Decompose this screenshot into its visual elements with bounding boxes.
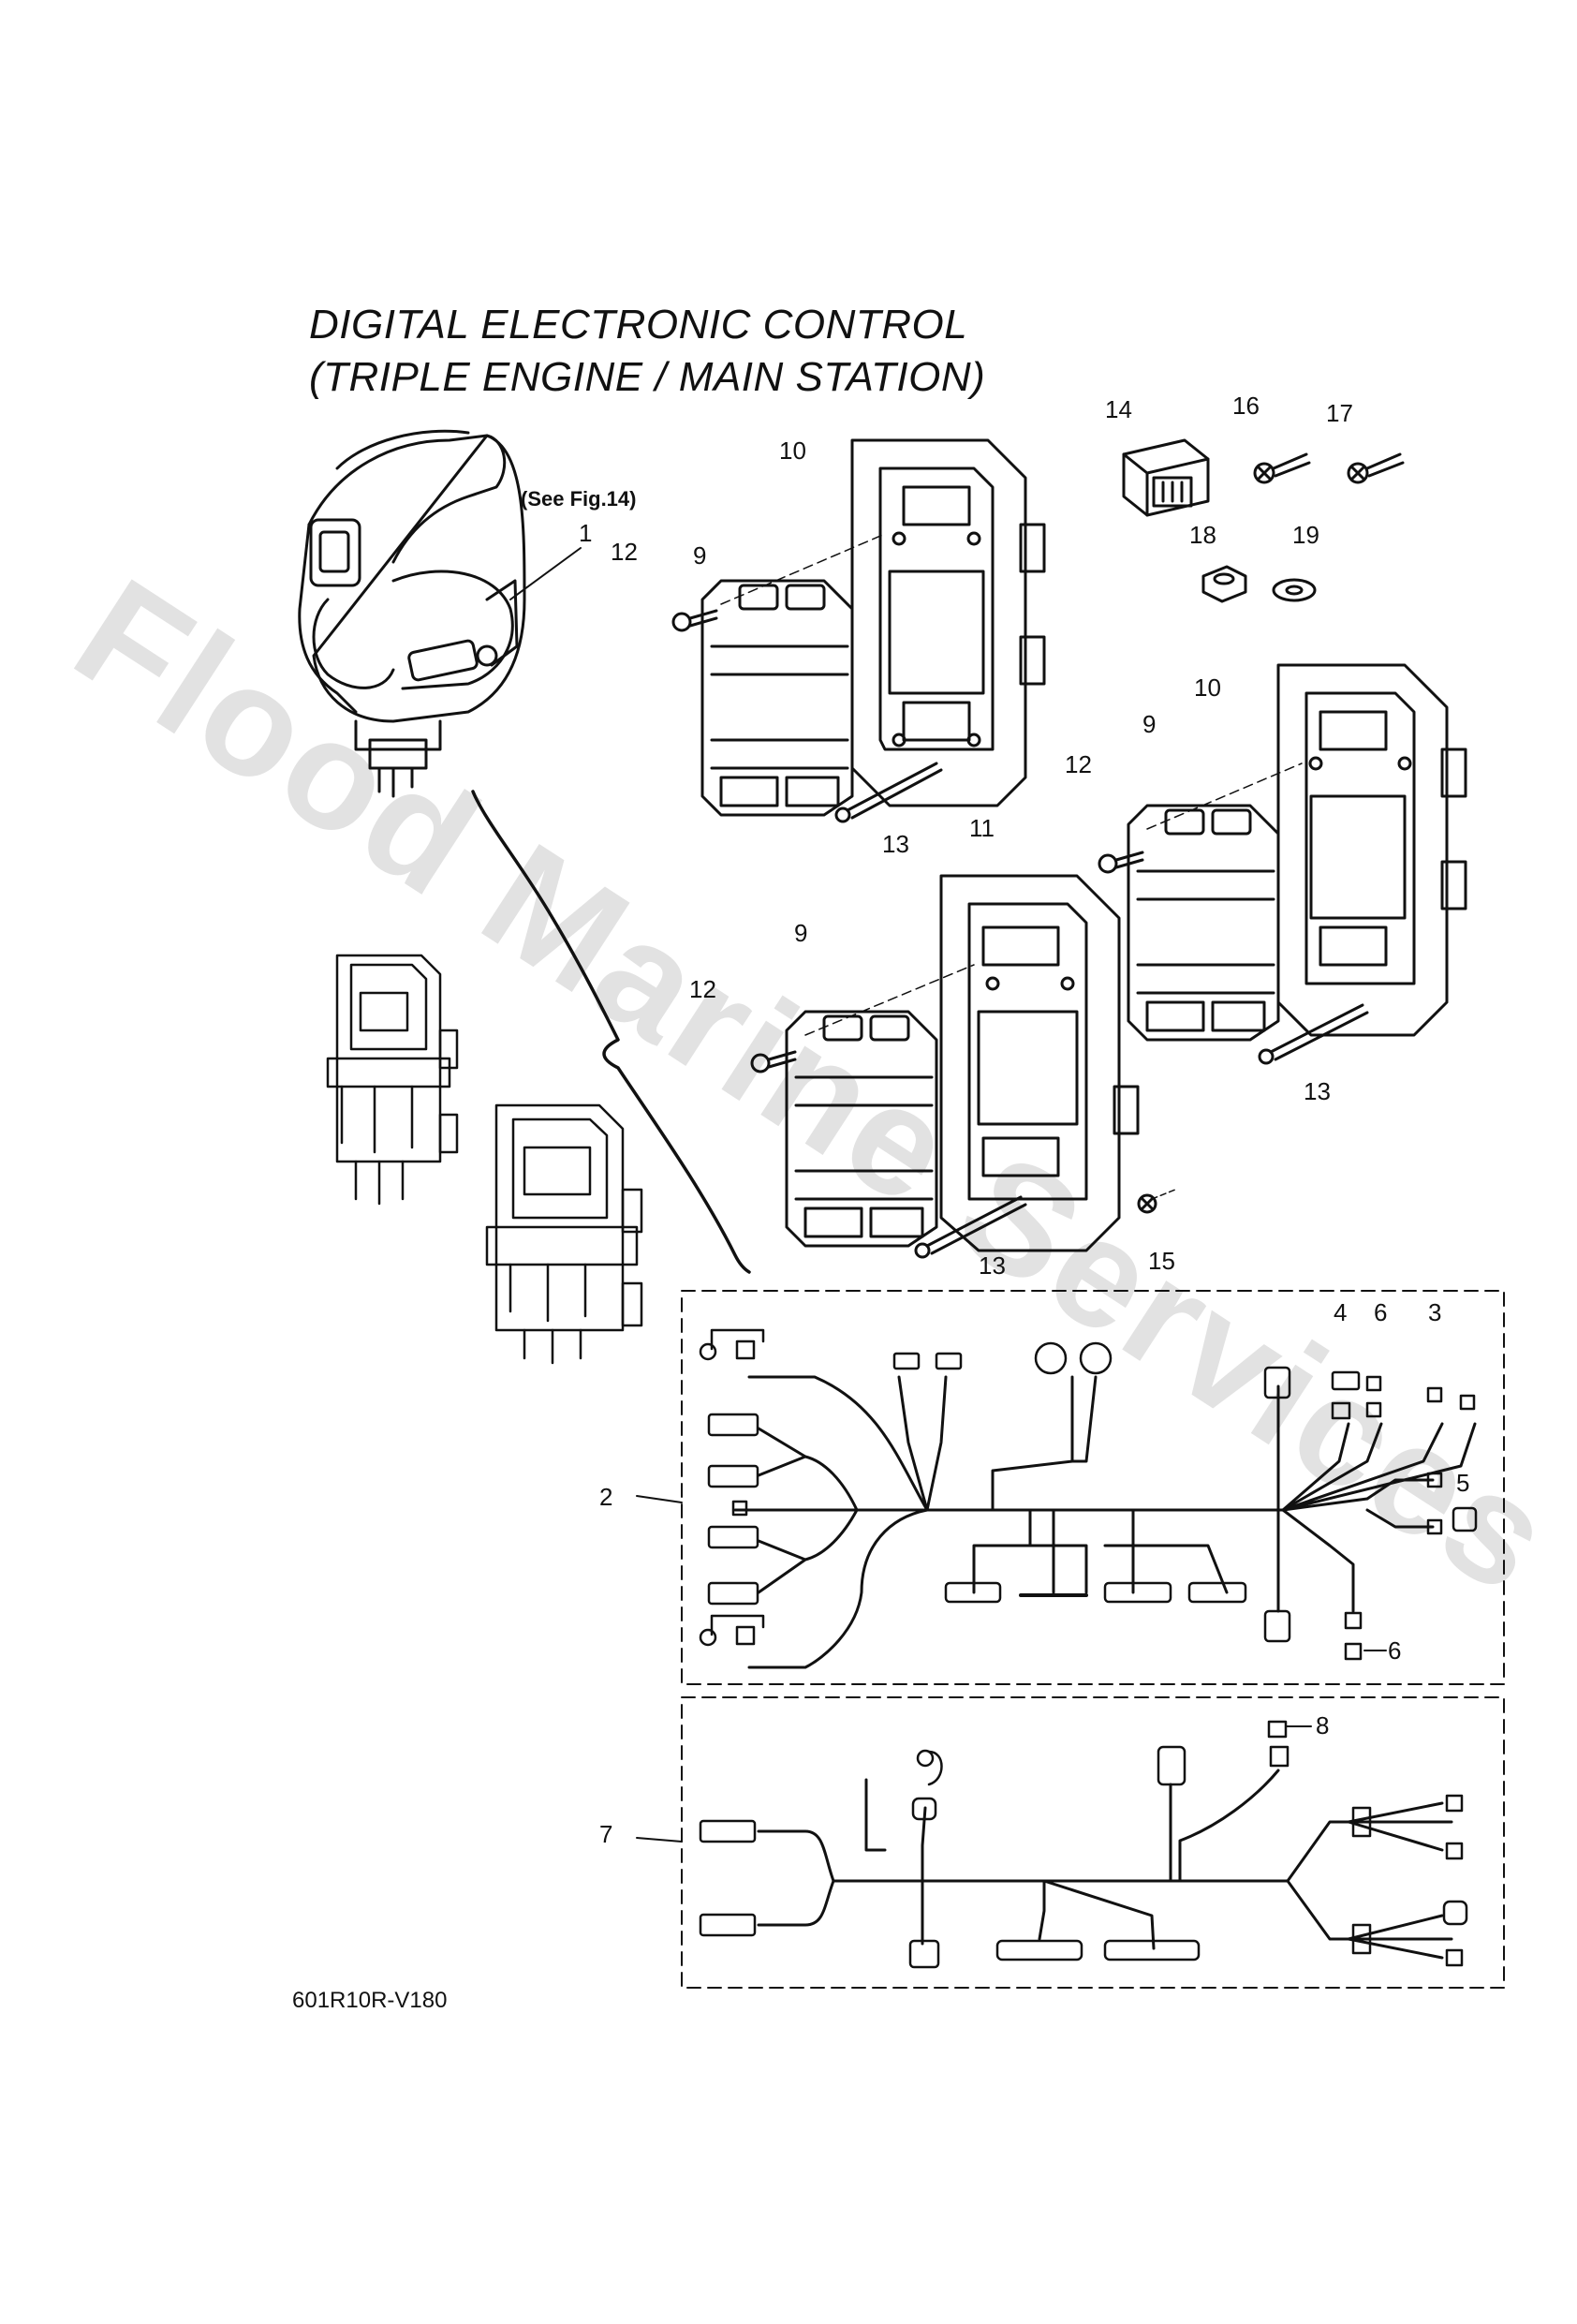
see-figure-reference: (See Fig.14)	[521, 487, 637, 511]
ecu-unit-right	[1127, 804, 1280, 1042]
bolt-13-right	[1258, 1003, 1369, 1065]
ecu-unit-upper	[700, 579, 854, 817]
bolt-13-middle	[914, 1195, 1027, 1259]
harness-7-connectors	[699, 1720, 1468, 1969]
wire-harness-2	[733, 1375, 1477, 1669]
bolt-13-upper	[834, 762, 943, 823]
callout-2: 2	[599, 1483, 612, 1511]
assembly-guide-line-right	[1146, 762, 1303, 830]
ecu-unit-middle	[785, 1010, 938, 1248]
callout-9c: 9	[794, 919, 807, 947]
callout-10a: 10	[779, 437, 806, 465]
callout-10b: 10	[1194, 674, 1221, 702]
assembly-guide-line	[720, 533, 886, 605]
screw-16	[1253, 452, 1311, 484]
leader-line-1	[509, 547, 582, 600]
assembly-guide-line-middle	[804, 964, 975, 1036]
callout-6a: 6	[1374, 1298, 1387, 1326]
callout-13a: 13	[882, 830, 909, 858]
callout-5: 5	[1456, 1469, 1469, 1497]
ecu-bracket-middle	[939, 874, 1140, 1252]
callout-17: 17	[1326, 399, 1353, 427]
callout-1: 1	[579, 519, 592, 547]
callout-4: 4	[1334, 1298, 1347, 1326]
callout-11: 11	[969, 814, 995, 842]
harness-2-boundary	[681, 1290, 1505, 1685]
connector-14	[1122, 438, 1210, 517]
diagram-title-line1: DIGITAL ELECTRONIC CONTROL	[309, 302, 968, 348]
callout-6b: 6	[1388, 1636, 1401, 1665]
ecu-bracket-right	[1276, 663, 1467, 1037]
callout-14: 14	[1105, 395, 1132, 423]
leader-line-7	[636, 1837, 683, 1843]
callout-13c: 13	[979, 1251, 1006, 1280]
callout-13b: 13	[1304, 1077, 1331, 1105]
callout-15: 15	[1148, 1247, 1175, 1275]
screw-12-middle	[750, 1050, 797, 1073]
screw-12-right	[1098, 851, 1144, 874]
diagram-code: 601R10R-V180	[292, 1988, 448, 2013]
diagram-title-line2: (TRIPLE ENGINE / MAIN STATION)	[309, 354, 986, 400]
wire-harness-7	[757, 1769, 1453, 1960]
callout-19: 19	[1292, 521, 1319, 549]
screw-12-upper	[671, 609, 718, 632]
callout-7: 7	[599, 1820, 612, 1848]
washer-19	[1272, 578, 1317, 602]
callout-12a: 12	[611, 538, 638, 566]
callout-8: 8	[1316, 1711, 1329, 1739]
callout-12c: 12	[689, 975, 716, 1003]
remote-control-lever	[298, 429, 526, 798]
harness-2-connectors	[699, 1328, 1478, 1661]
ecu-bracket-upper	[850, 438, 1046, 807]
leader-line-2	[636, 1495, 683, 1503]
callout-9b: 9	[1142, 710, 1156, 738]
callout-16: 16	[1232, 392, 1260, 420]
callout-12b: 12	[1065, 750, 1092, 778]
screw-15	[1137, 1189, 1176, 1214]
screw-17	[1347, 452, 1405, 484]
callout-18: 18	[1189, 521, 1216, 549]
brace-connector	[471, 790, 751, 1274]
nut-18	[1201, 565, 1247, 603]
callout-numbers: 1 2 3 4 5 6 6 7 8 9 9 9 10 10 11 12 12 1…	[579, 392, 1469, 1848]
ecu-assembly-small-2	[485, 1103, 643, 1365]
callout-9a: 9	[693, 541, 706, 570]
ecu-assembly-small-1	[326, 954, 459, 1206]
callout-3: 3	[1428, 1298, 1441, 1326]
